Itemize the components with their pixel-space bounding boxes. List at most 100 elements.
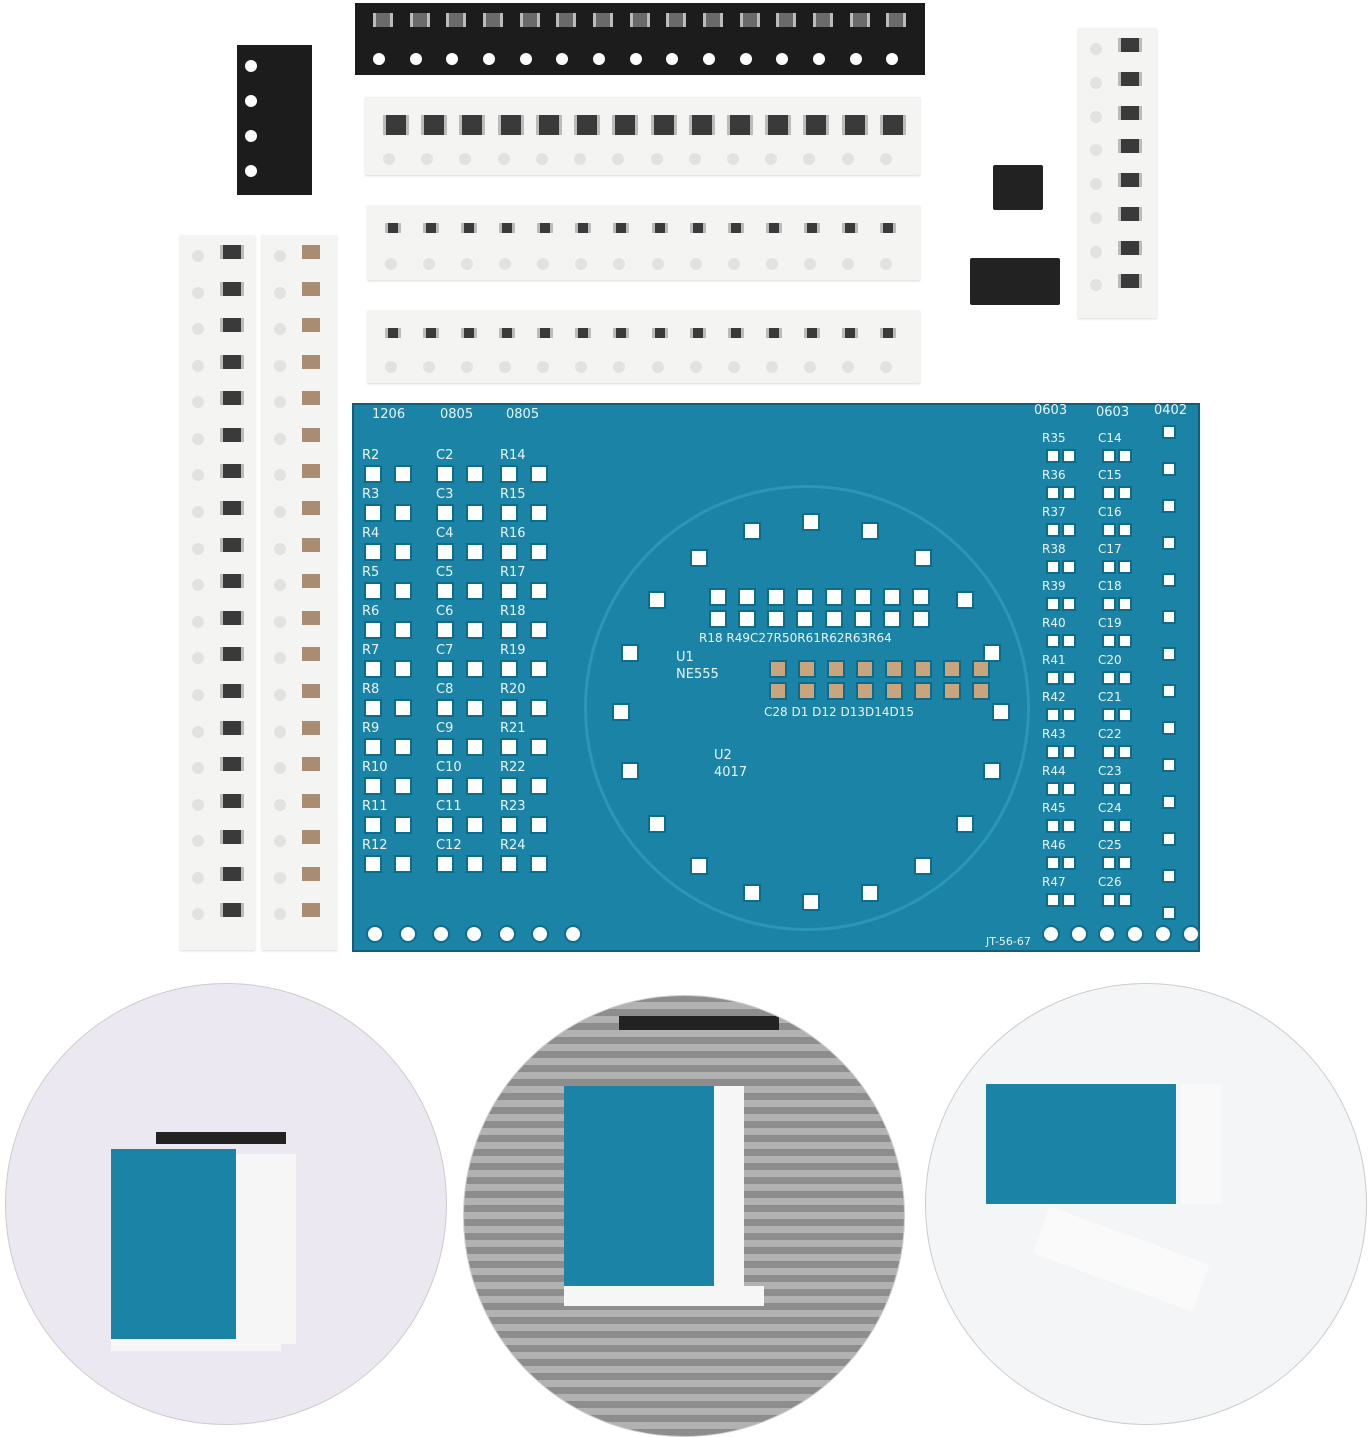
center-pad [943, 682, 961, 700]
smd-component [483, 13, 503, 27]
solder-pad [394, 543, 412, 561]
solder-pad [530, 582, 548, 600]
sprocket-hole [423, 258, 436, 270]
smd-component [220, 391, 244, 406]
pad-label: C5 [436, 565, 454, 580]
smd-component [385, 223, 401, 233]
solder-pad [1062, 893, 1076, 907]
center-pad [856, 660, 874, 678]
sprocket-hole [192, 835, 204, 848]
sprocket-hole [274, 615, 286, 628]
pad-label: R17 [500, 565, 526, 580]
smd-component [302, 537, 320, 552]
solder-pad [1118, 782, 1132, 796]
solder-pad [364, 855, 382, 873]
bottom-hole [498, 925, 516, 943]
size-label: 0603 [1096, 405, 1130, 420]
solder-pad [1162, 721, 1176, 735]
bottom-hole [531, 925, 549, 943]
sprocket-hole [1090, 76, 1102, 89]
smd-component [1118, 71, 1142, 86]
sprocket-hole [803, 258, 816, 270]
solder-pad [1162, 795, 1176, 809]
solder-pad [1046, 634, 1060, 648]
pad-label: C15 [1098, 468, 1122, 482]
solder-pad [530, 816, 548, 834]
smd-component [423, 223, 440, 233]
solder-pad [1118, 708, 1132, 722]
sprocket-hole [274, 359, 286, 372]
board-code: JT-56-67 [986, 935, 1031, 948]
solder-pad [1102, 634, 1116, 648]
center-pad [972, 660, 990, 678]
sprocket-hole [192, 396, 204, 409]
sprocket-hole [274, 469, 286, 482]
solder-pad [1162, 647, 1176, 661]
sprocket-hole [765, 361, 778, 373]
sprocket-hole [192, 725, 204, 738]
smd-component [220, 464, 244, 479]
solder-pad [1046, 745, 1060, 759]
size-label: 0402 [1154, 403, 1188, 418]
solder-pad [1102, 782, 1116, 796]
center-pad [914, 682, 932, 700]
led-pad [612, 703, 630, 721]
pad-label: R44 [1042, 764, 1066, 778]
solder-pad [1062, 819, 1076, 833]
solder-pad [1062, 486, 1076, 500]
sprocket-hole [274, 506, 286, 519]
sprocket-hole [575, 258, 588, 270]
solder-pad [1118, 745, 1132, 759]
solder-pad [364, 504, 382, 522]
pad-label: C26 [1098, 875, 1122, 889]
sprocket-hole [274, 432, 286, 445]
smd-component [220, 427, 244, 442]
solder-pad [530, 855, 548, 873]
pad-label: C24 [1098, 801, 1122, 815]
sprocket-hole [274, 871, 286, 884]
pad-label: R46 [1042, 838, 1066, 852]
sprocket-hole [192, 506, 204, 519]
solder-pad [530, 504, 548, 522]
led-pad [802, 893, 820, 911]
pad-label: R10 [362, 760, 388, 775]
pad-label: C17 [1098, 542, 1122, 556]
smd-component [803, 328, 820, 338]
solder-pad [364, 582, 382, 600]
pad-label: R4 [362, 526, 380, 541]
solder-pad [1046, 523, 1060, 537]
smd-component [651, 328, 668, 338]
pad-label: R36 [1042, 468, 1066, 482]
pad-label: R47 [1042, 875, 1066, 889]
solder-pad [436, 699, 454, 717]
size-label: 1206 [372, 407, 406, 422]
solder-pad [466, 699, 484, 717]
solder-pad [1046, 708, 1060, 722]
pad-label: R6 [362, 604, 380, 619]
sprocket-hole [613, 361, 626, 373]
solder-pad [500, 855, 518, 873]
pad-label: R11 [362, 799, 388, 814]
smd-component [302, 245, 320, 259]
solder-pad [466, 465, 484, 483]
bottom-hole [465, 925, 483, 943]
smd-component [1118, 240, 1142, 255]
solder-pad [364, 543, 382, 561]
mini-pcb [564, 1086, 714, 1286]
smd-component [302, 318, 320, 333]
solder-pad [466, 855, 484, 873]
smd-component [423, 328, 440, 338]
solder-pad [1162, 536, 1176, 550]
led-pad [802, 513, 820, 531]
sprocket-hole [765, 258, 778, 270]
led-pad [955, 814, 974, 833]
smd-component [220, 683, 244, 698]
solder-pad [1046, 560, 1060, 574]
solder-pad [1102, 449, 1116, 463]
smd-component [302, 720, 320, 735]
sprocket-hole [274, 250, 286, 262]
sprocket-hole [841, 153, 854, 165]
sprocket-hole [446, 53, 459, 65]
solder-pad [364, 660, 382, 678]
sprocket-hole [1090, 144, 1102, 157]
